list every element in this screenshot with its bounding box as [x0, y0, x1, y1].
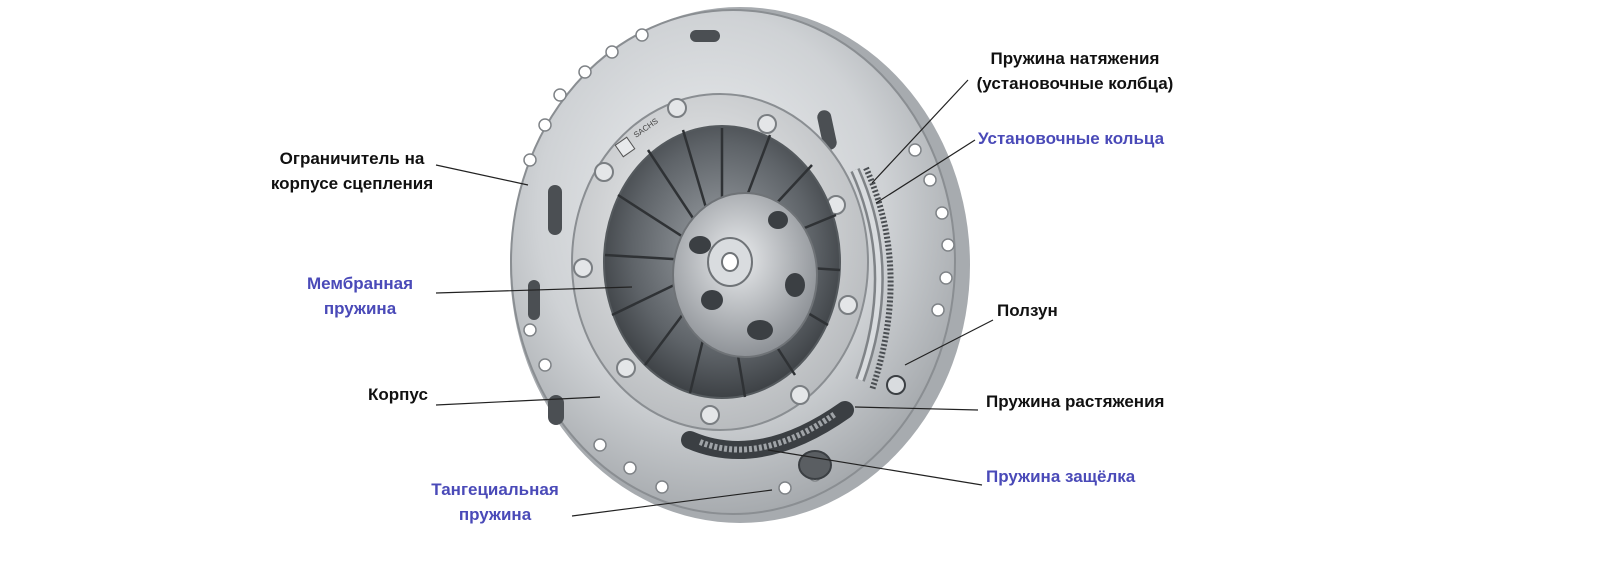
leader-housing [435, 396, 601, 406]
adjusting-rings [850, 167, 884, 382]
ring-rivets [573, 98, 858, 425]
leader-tension-spring [871, 79, 969, 184]
bottom-spring-slot [681, 401, 854, 480]
leader-tangential [571, 489, 773, 517]
slider-part [886, 375, 906, 395]
label-extension-spring: Пружина растяжения [986, 392, 1165, 411]
leader-extension-spring [854, 406, 979, 411]
label-diaphragm-spring: Мембранная пружина [307, 274, 413, 318]
leader-diaphragm [435, 286, 633, 294]
leader-lines [435, 79, 994, 517]
tension-spring-coil [863, 166, 894, 391]
label-tangential-spring: Тангециальная пружина [431, 480, 559, 524]
label-limiter: Ограничитель на корпусе сцепления [270, 149, 434, 193]
label-housing: Корпус [368, 385, 428, 404]
label-slider: Ползун [997, 301, 1058, 320]
leader-limiter [435, 164, 529, 186]
leader-slider [904, 319, 994, 366]
label-adjusting-rings: Установочные кольца [978, 129, 1165, 148]
rim-holes [523, 28, 955, 495]
leader-latch-spring [767, 449, 983, 486]
center-hub [672, 192, 818, 358]
leader-adjusting-rings [875, 139, 976, 204]
label-tension-spring: Пружина натяжения (установочные колбца) [976, 49, 1174, 93]
label-latch-spring: Пружина защёлка [986, 467, 1136, 486]
